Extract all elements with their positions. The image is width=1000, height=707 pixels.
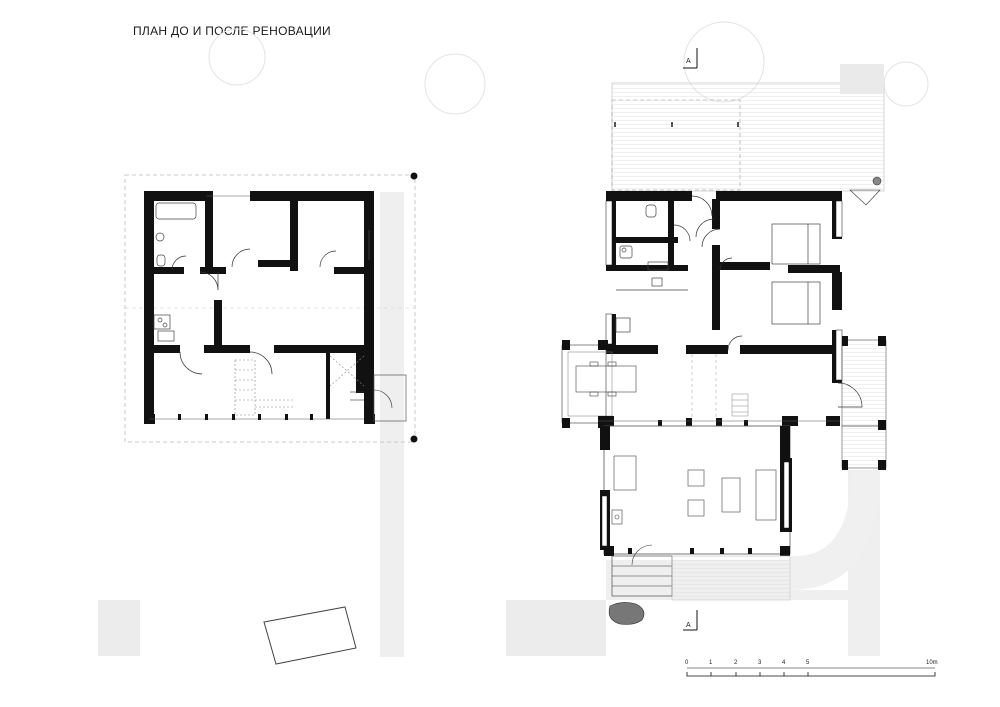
pavement [98, 600, 140, 656]
scale-tick-1: 1 [709, 660, 713, 666]
car-outline [263, 606, 357, 665]
scale-tick-4: 4 [782, 660, 786, 666]
scale-tick-5: 5 [806, 660, 810, 666]
scale-tick-10m: 10m [926, 660, 938, 666]
section-marker-top: A [686, 58, 691, 65]
scale-tick-3: 3 [758, 660, 762, 666]
tree-icon [424, 53, 486, 115]
scale-tick-2: 2 [734, 660, 738, 666]
plan-before [124, 172, 418, 443]
pavement [506, 600, 606, 656]
tree-icon [208, 28, 266, 86]
section-marker-bottom: A [686, 622, 691, 629]
tree-icon [883, 61, 929, 107]
plan-after: A [561, 48, 887, 631]
scale-tick-0: 0 [685, 660, 689, 666]
path-strip [380, 192, 404, 657]
page-title: ПЛАН ДО И ПОСЛЕ РЕНОВАЦИИ [133, 24, 331, 38]
scale-bar: 0 1 2 3 4 5 10m [685, 660, 938, 677]
boulder [608, 602, 645, 625]
